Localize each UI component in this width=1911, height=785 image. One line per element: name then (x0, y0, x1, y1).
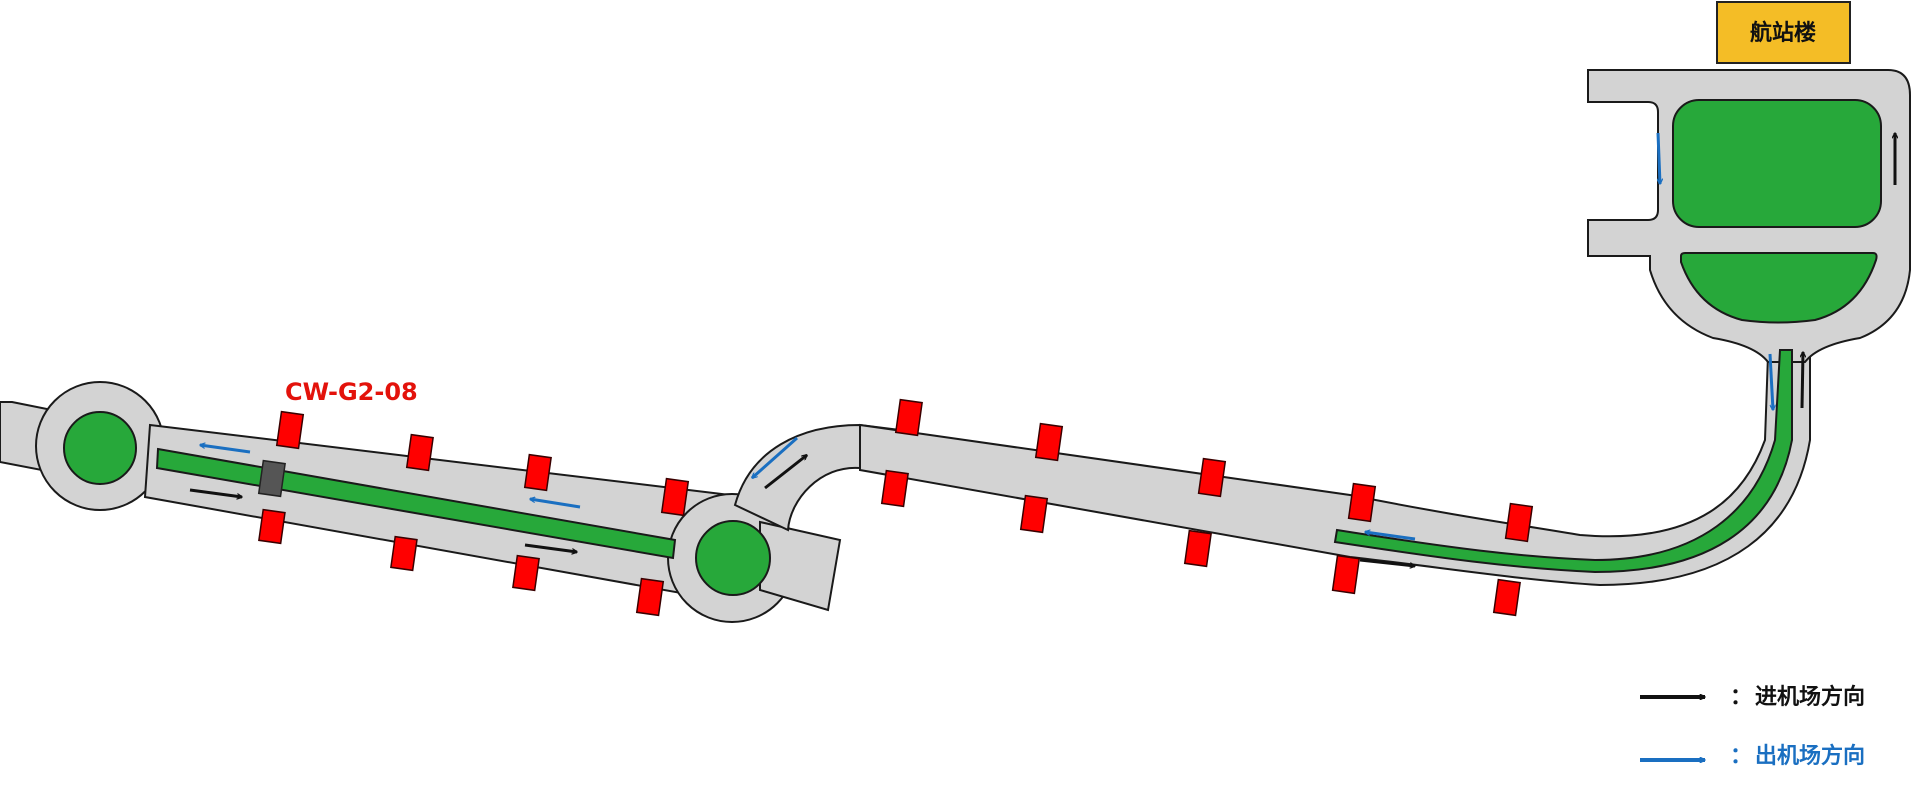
outbound-arrow (1656, 132, 1660, 184)
inbound-arrow (189, 488, 242, 497)
road-network (0, 69, 1911, 623)
camera-marker (880, 469, 909, 508)
camera-marker (1019, 494, 1049, 534)
camera-marker (275, 410, 305, 450)
legend-outbound-label: 出机场方向 (1755, 743, 1865, 769)
main-road-median (155, 447, 677, 560)
camera-marker (405, 433, 434, 472)
outbound-arrow (752, 436, 798, 478)
camera-marker (1034, 422, 1064, 462)
west-roundabout-island (63, 411, 137, 485)
camera-marker (512, 554, 540, 592)
camera-marker (660, 477, 690, 517)
terminal-island-upper (1672, 99, 1882, 228)
device-cw-g2-08[interactable] (257, 459, 286, 498)
middle-roundabout-island (695, 520, 771, 596)
legend-outbound-separator: ： (1730, 744, 1752, 769)
camera-marker (258, 508, 286, 545)
outbound-arrow (200, 445, 251, 454)
terminal-label: 航站楼 (1750, 20, 1816, 46)
camera-marker (1492, 578, 1521, 617)
camera-marker (1197, 457, 1227, 498)
inbound-arrow (1359, 558, 1415, 566)
camera-marker (1347, 482, 1377, 523)
outbound-arrow (1365, 532, 1416, 541)
camera-marker (1331, 554, 1361, 595)
green-medians (63, 99, 1882, 596)
camera-points (258, 398, 1534, 617)
terminal-island-lower (1680, 252, 1878, 324)
device-id-label: CW-G2-08 (285, 378, 418, 406)
inbound-arrow (524, 543, 577, 552)
camera-marker (1183, 529, 1212, 568)
inbound-arrow (1802, 352, 1803, 409)
camera-marker (894, 398, 923, 437)
legend-inbound-label: 进机场方向 (1755, 684, 1865, 710)
camera-marker (523, 453, 552, 492)
legend: ： 进机场方向 ： 出机场方向 (1640, 684, 1865, 769)
terminal-building-box (1716, 1, 1851, 64)
outbound-arrow (1768, 353, 1773, 410)
inbound-arrow (764, 455, 807, 490)
outbound-arrow (530, 499, 581, 509)
camera-marker (635, 577, 665, 617)
camera-marker (1504, 502, 1534, 543)
camera-marker (390, 535, 418, 572)
legend-inbound-separator: ： (1730, 685, 1752, 710)
direction-arrows (189, 132, 1895, 566)
east-road-median (1333, 349, 1793, 574)
